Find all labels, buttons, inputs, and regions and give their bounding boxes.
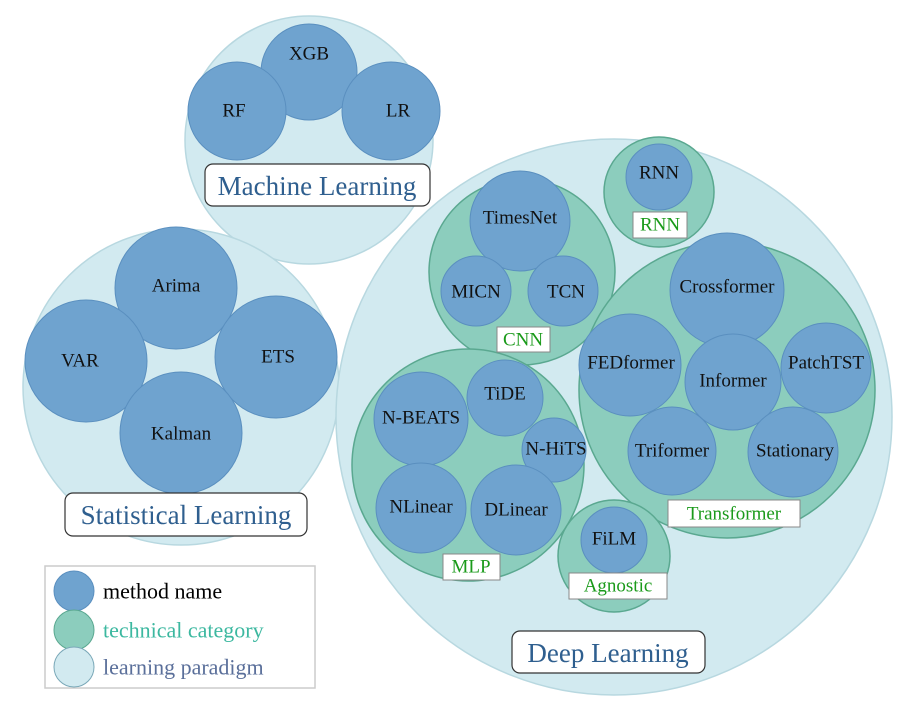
- category-tag-agnostic: Agnostic: [568, 572, 668, 600]
- paradigm-tag-deep-learning: Deep Learning: [511, 630, 706, 674]
- method-label-timesnet: TimesNet: [483, 208, 558, 229]
- method-circle-lr: [341, 61, 441, 161]
- method-circle-nhits: [521, 417, 587, 483]
- legend-swatch-category: [53, 609, 95, 651]
- category-label-mlp: MLP: [451, 557, 490, 578]
- method-circle-tide: [466, 359, 544, 437]
- paradigm-tag-statistical-learning: Statistical Learning: [64, 492, 308, 537]
- paradigm-tag-machine-learning: Machine Learning: [204, 163, 431, 207]
- method-label-tcn: TCN: [547, 282, 585, 303]
- method-label-arima: Arima: [152, 276, 201, 297]
- method-circle-micn: [440, 255, 512, 327]
- category-tag-cnn: CNN: [496, 326, 551, 353]
- paradigm-label-machine-learning: Machine Learning: [218, 171, 417, 201]
- method-circle-timesnet: [469, 170, 571, 272]
- method-label-tide: TiDE: [484, 384, 526, 405]
- method-label-rf: RF: [222, 101, 245, 122]
- legend-label-paradigm: learning paradigm: [103, 655, 264, 680]
- method-circle-nlinear: [375, 462, 467, 554]
- method-label-triformer: Triformer: [635, 441, 710, 462]
- category-label-agnostic: Agnostic: [584, 576, 653, 597]
- method-label-film: FiLM: [592, 529, 636, 550]
- category-tag-rnn: RNN: [632, 211, 688, 239]
- method-circle-informer: [684, 333, 782, 431]
- paradigm-label-deep-learning: Deep Learning: [527, 638, 688, 668]
- legend: method name technical category learning …: [44, 565, 316, 689]
- method-label-var: VAR: [61, 351, 99, 372]
- category-tag-mlp: MLP: [442, 553, 501, 581]
- method-label-micn: MICN: [451, 282, 501, 303]
- method-circle-rnn: [625, 143, 693, 211]
- legend-label-category: technical category: [103, 618, 264, 643]
- method-label-nbeats: N-BEATS: [382, 408, 460, 429]
- method-circle-var: [24, 299, 148, 423]
- method-circle-stationary: [747, 406, 839, 498]
- method-label-informer: Informer: [699, 371, 767, 392]
- legend-swatch-paradigm: [53, 646, 95, 688]
- category-label-transformer: Transformer: [687, 504, 782, 525]
- method-label-lr: LR: [386, 101, 411, 122]
- method-circle-arima: [114, 226, 238, 350]
- method-label-dlinear: DLinear: [484, 500, 548, 521]
- legend-swatch-method: [53, 570, 95, 612]
- method-label-nlinear: NLinear: [389, 497, 453, 518]
- method-label-stationary: Stationary: [756, 441, 835, 462]
- method-circle-dlinear: [470, 464, 562, 556]
- method-label-rnn: RNN: [639, 163, 679, 184]
- paradigm-label-statistical-learning: Statistical Learning: [81, 500, 292, 530]
- method-label-crossformer: Crossformer: [680, 277, 776, 298]
- method-label-nhits: N-HiTS: [525, 439, 586, 460]
- method-label-kalman: Kalman: [151, 424, 212, 445]
- method-label-ets: ETS: [261, 347, 295, 368]
- method-circle-ets: [214, 295, 338, 419]
- method-circle-triformer: [627, 406, 717, 496]
- method-circle-patchtst: [780, 322, 872, 414]
- method-label-xgb: XGB: [289, 44, 329, 65]
- method-label-fedformer: FEDformer: [587, 353, 675, 374]
- legend-label-method: method name: [103, 579, 222, 604]
- category-label-cnn: CNN: [503, 330, 543, 351]
- category-tag-transformer: Transformer: [667, 499, 801, 528]
- category-label-rnn: RNN: [640, 215, 680, 236]
- method-circle-tcn: [527, 255, 599, 327]
- method-circle-fedformer: [578, 313, 682, 417]
- method-circle-rf: [187, 61, 287, 161]
- method-label-patchtst: PatchTST: [788, 353, 864, 374]
